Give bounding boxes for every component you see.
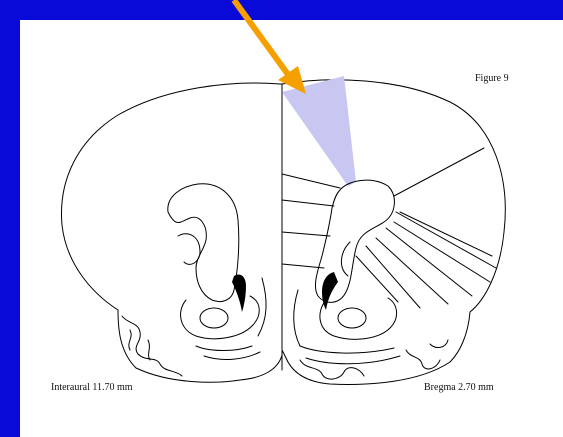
figure-label: Figure 9 bbox=[475, 73, 509, 84]
right-lateral-line bbox=[294, 290, 300, 346]
left-ventral-lobe bbox=[181, 296, 260, 339]
left-ventricle-black bbox=[232, 274, 246, 312]
right-lower-fold bbox=[300, 346, 400, 364]
pointer-arrow bbox=[234, 0, 306, 94]
left-inner-curve bbox=[178, 234, 200, 265]
right-ventral-lobe bbox=[320, 298, 397, 339]
left-lower-fold bbox=[196, 346, 260, 359]
interaural-label: Interaural 11.70 mm bbox=[51, 382, 133, 393]
highlighted-region bbox=[282, 76, 356, 186]
left-olfactory-folds bbox=[122, 316, 182, 376]
left-ventricle bbox=[168, 184, 239, 302]
right-commissure-oval bbox=[338, 308, 366, 328]
region-boundaries bbox=[282, 148, 496, 308]
left-hemisphere-outline bbox=[61, 83, 282, 382]
bregma-label: Bregma 2.70 mm bbox=[424, 382, 494, 393]
right-inner-curve bbox=[341, 242, 350, 276]
left-commissure-oval bbox=[200, 308, 228, 328]
right-ventricle-black bbox=[322, 272, 338, 310]
